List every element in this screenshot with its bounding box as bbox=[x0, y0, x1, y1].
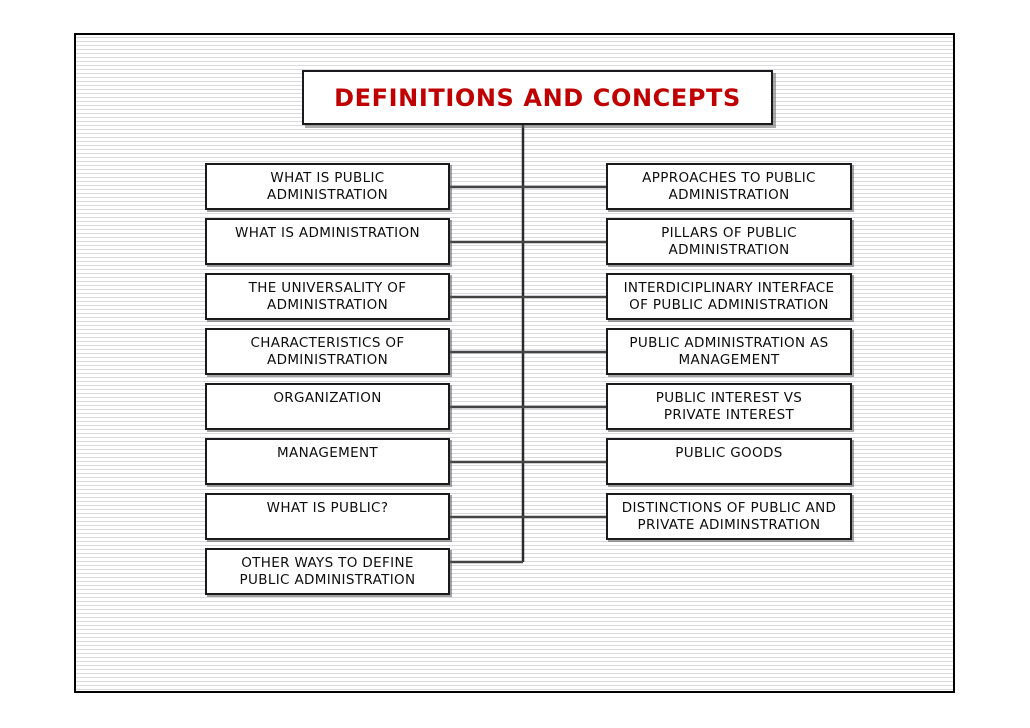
node-label: WHAT IS PUBLIC? bbox=[266, 500, 389, 516]
node-label: PUBLIC INTEREST VS PRIVATE INTEREST bbox=[655, 390, 803, 423]
node-label: PUBLIC GOODS bbox=[675, 445, 783, 461]
node-public-administration-as-management[interactable]: PUBLIC ADMINISTRATION AS MANAGEMENT bbox=[606, 328, 852, 375]
node-label: PUBLIC ADMINISTRATION AS MANAGEMENT bbox=[629, 335, 829, 368]
node-label: CHARACTERISTICS OF ADMINISTRATION bbox=[250, 335, 405, 368]
node-management[interactable]: MANAGEMENT bbox=[205, 438, 450, 485]
node-label: WHAT IS PUBLIC ADMINISTRATION bbox=[266, 170, 389, 203]
node-characteristics-of-administration[interactable]: CHARACTERISTICS OF ADMINISTRATION bbox=[205, 328, 450, 375]
node-pillars-of-public-administration[interactable]: PILLARS OF PUBLIC ADMINISTRATION bbox=[606, 218, 852, 265]
node-approaches-to-public-administration[interactable]: APPROACHES TO PUBLIC ADMINISTRATION bbox=[606, 163, 852, 210]
page-title: DEFINITIONS AND CONCEPTS bbox=[302, 70, 773, 125]
node-other-ways-to-define-public-administration[interactable]: OTHER WAYS TO DEFINE PUBLIC ADMINISTRATI… bbox=[205, 548, 450, 595]
node-label: THE UNIVERSALITY OF ADMINISTRATION bbox=[248, 280, 407, 313]
node-label: DISTINCTIONS OF PUBLIC AND PRIVATE ADIMI… bbox=[621, 500, 837, 533]
node-label: MANAGEMENT bbox=[277, 445, 378, 461]
page-title-label: DEFINITIONS AND CONCEPTS bbox=[334, 83, 741, 112]
node-interdiciplinary-interface[interactable]: INTERDICIPLINARY INTERFACE OF PUBLIC ADM… bbox=[606, 273, 852, 320]
node-label: ORGANIZATION bbox=[273, 390, 382, 406]
node-label: PILLARS OF PUBLIC ADMINISTRATION bbox=[661, 225, 797, 258]
node-organization[interactable]: ORGANIZATION bbox=[205, 383, 450, 430]
node-label: WHAT IS ADMINISTRATION bbox=[235, 225, 420, 241]
slide-frame: DEFINITIONS AND CONCEPTS WHAT IS PUBLIC … bbox=[74, 33, 955, 693]
node-label: INTERDICIPLINARY INTERFACE OF PUBLIC ADM… bbox=[623, 280, 835, 313]
node-public-interest-vs-private-interest[interactable]: PUBLIC INTEREST VS PRIVATE INTEREST bbox=[606, 383, 852, 430]
node-what-is-administration[interactable]: WHAT IS ADMINISTRATION bbox=[205, 218, 450, 265]
node-what-is-public-administration[interactable]: WHAT IS PUBLIC ADMINISTRATION bbox=[205, 163, 450, 210]
node-label: APPROACHES TO PUBLIC ADMINISTRATION bbox=[642, 170, 816, 203]
node-universality-of-administration[interactable]: THE UNIVERSALITY OF ADMINISTRATION bbox=[205, 273, 450, 320]
node-distinctions-of-public-and-private-administration[interactable]: DISTINCTIONS OF PUBLIC AND PRIVATE ADIMI… bbox=[606, 493, 852, 540]
node-what-is-public[interactable]: WHAT IS PUBLIC? bbox=[205, 493, 450, 540]
node-label: OTHER WAYS TO DEFINE PUBLIC ADMINISTRATI… bbox=[239, 555, 416, 588]
node-public-goods[interactable]: PUBLIC GOODS bbox=[606, 438, 852, 485]
